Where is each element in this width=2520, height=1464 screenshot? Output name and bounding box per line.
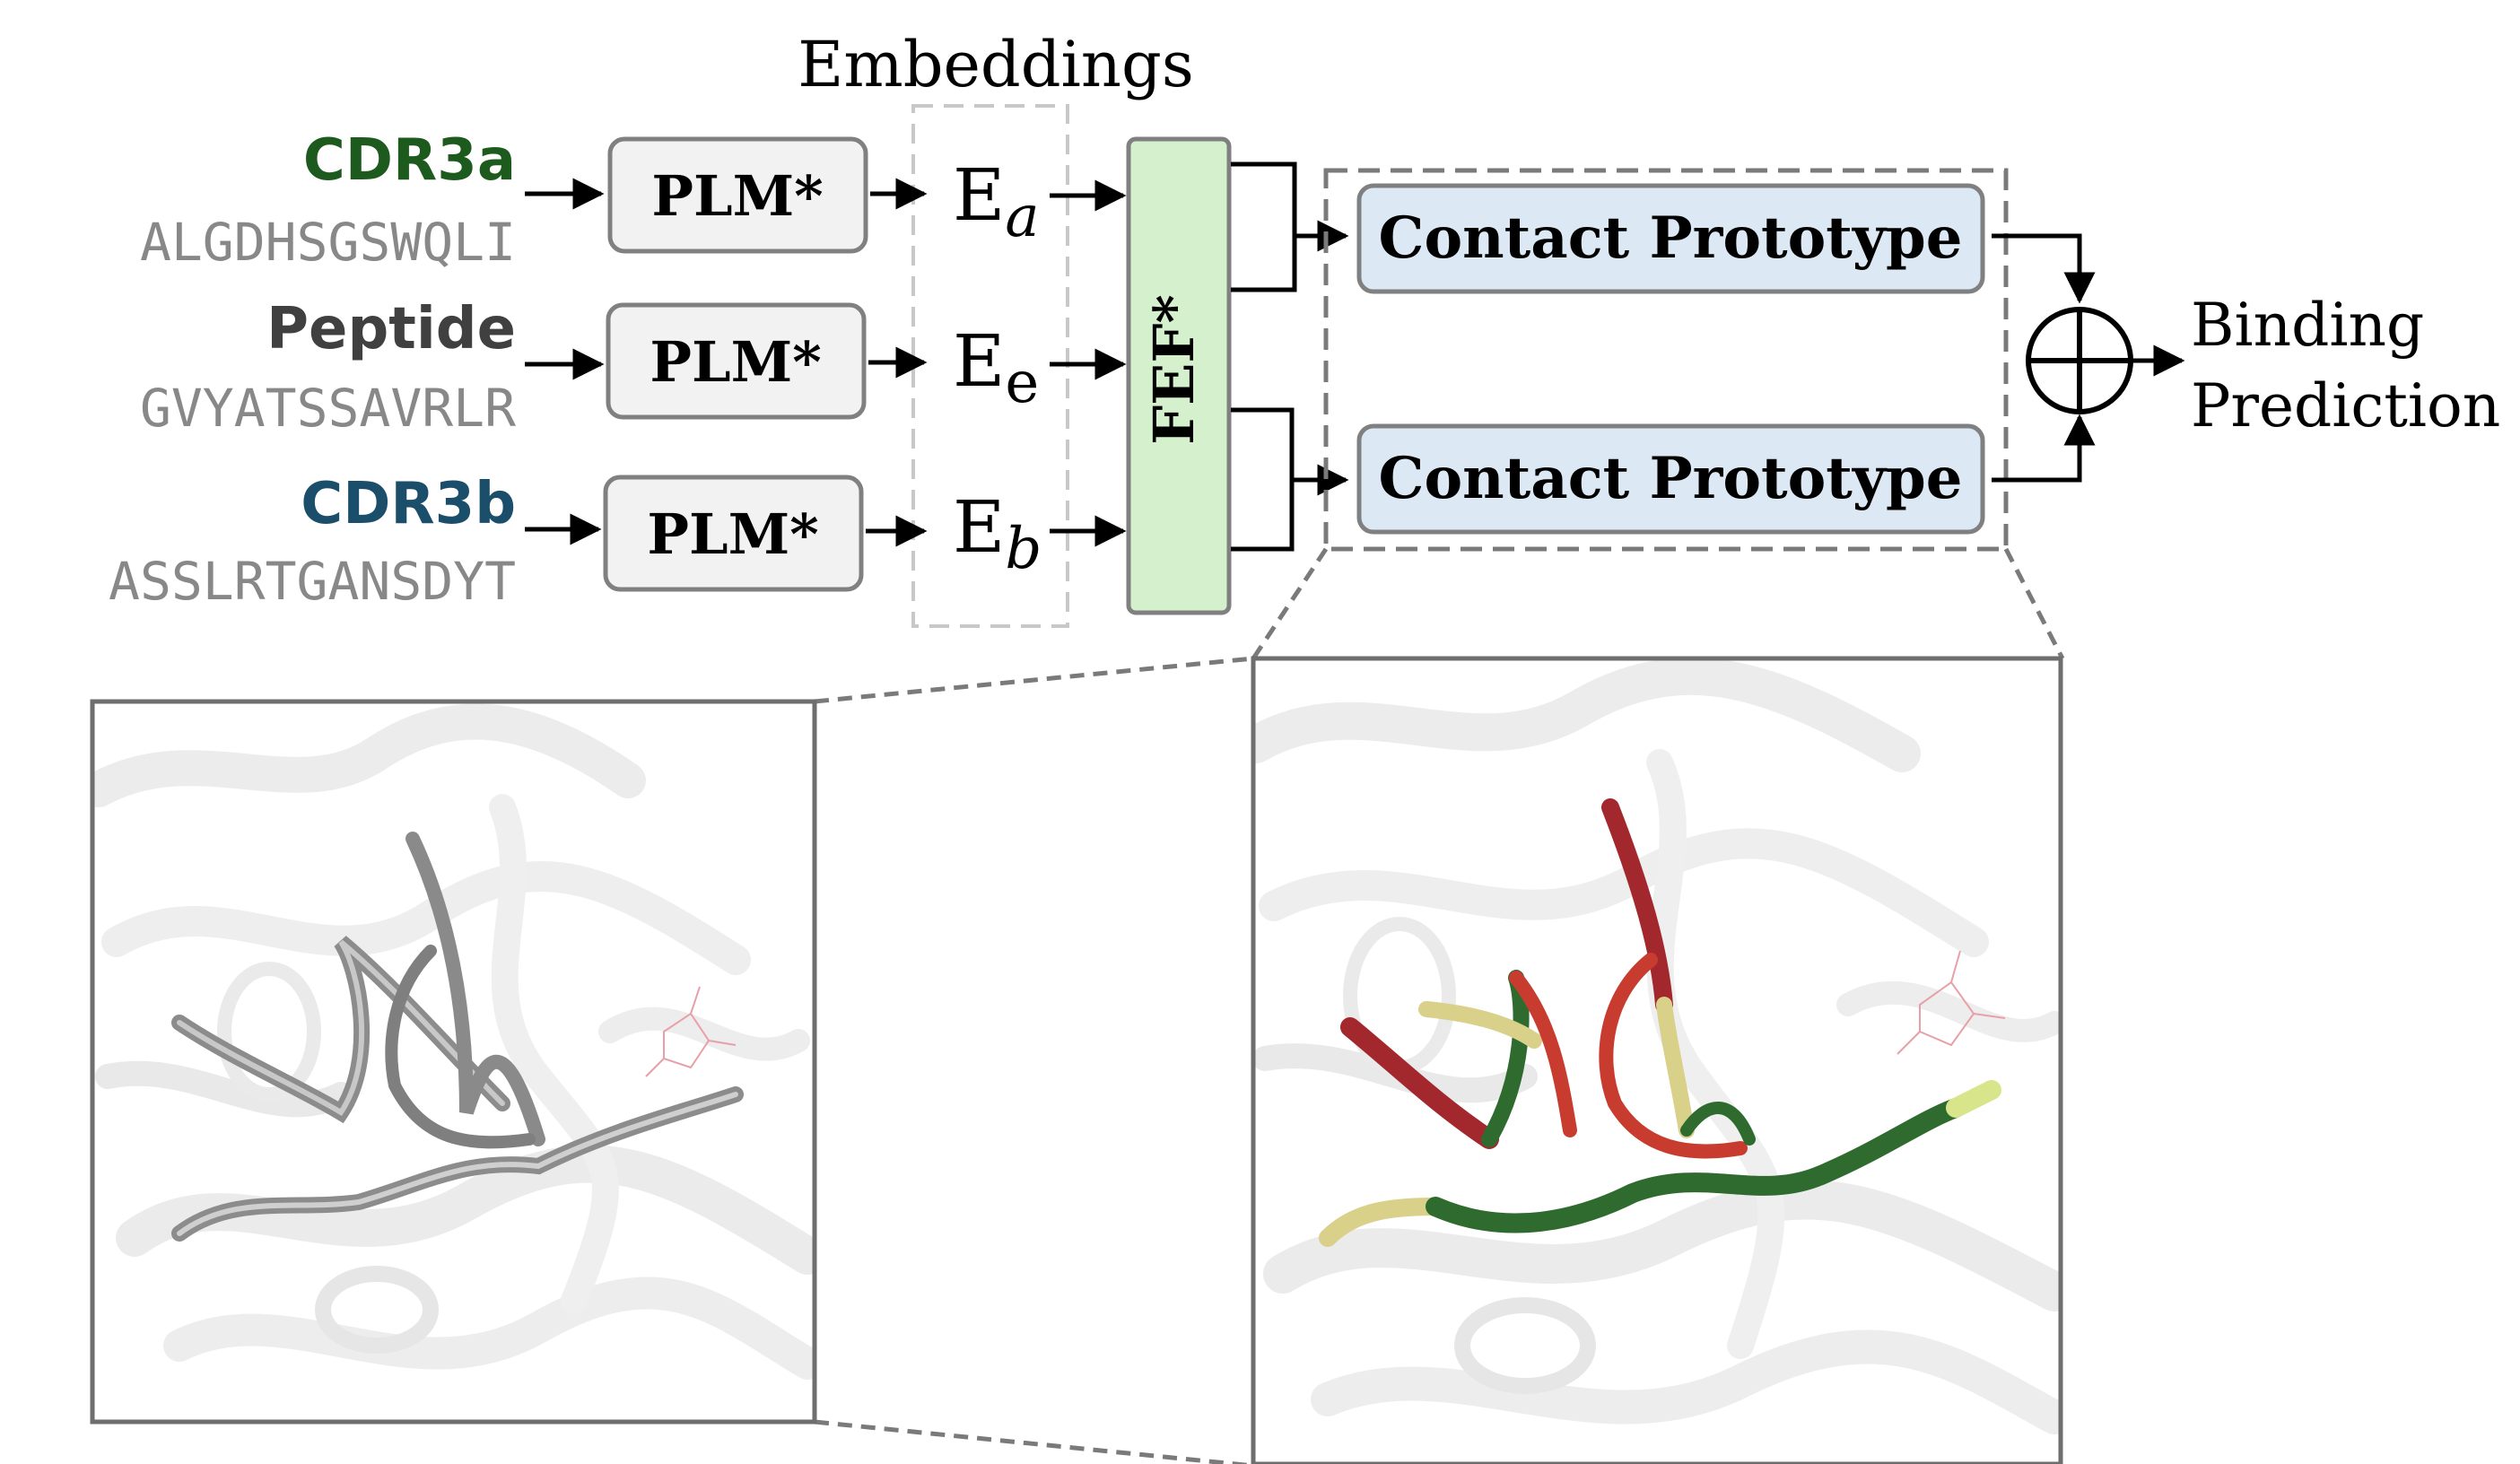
input-sequence-cdr3a: ALGDHSGSWQLI <box>140 212 516 273</box>
contact-prototype-label-top: Contact Prototype <box>1379 205 1963 272</box>
ligand-sticks-right <box>1897 950 2006 1055</box>
embedding-a: Ea <box>953 153 1040 250</box>
input-cdr3b: CDR3b ASSLRTGANSDYT <box>109 471 516 612</box>
tcr-ribbons-contact-colored <box>1319 798 2001 1247</box>
link-line-bottom <box>814 1419 1254 1464</box>
input-sequence-peptide: GVYATSSAVRLR <box>140 378 516 439</box>
output-label-line1: Binding <box>2191 291 2424 360</box>
zoom-line-right <box>2003 547 2065 660</box>
plm-label-a: PLM* <box>651 163 823 229</box>
output-label-line2: Prediction <box>2191 371 2500 440</box>
contact-prototype-bottom: Contact Prototype <box>1356 423 1985 535</box>
input-sequence-cdr3b: ASSLRTGANSDYT <box>109 551 516 612</box>
input-peptide: Peptide GVYATSSAVRLR <box>140 296 516 439</box>
input-name-peptide: Peptide <box>266 296 516 362</box>
contact-prototype-group-border <box>1323 168 2009 552</box>
tcr-ribbons-gray <box>171 832 744 1242</box>
fef-box: FEF* <box>1126 136 1232 615</box>
structure-panel-right <box>1251 656 2063 1464</box>
arrow-contact-top-sum <box>1992 233 2096 304</box>
structure-panel-left <box>90 699 817 1425</box>
plm-label-e: PLM* <box>650 329 821 395</box>
fef-label: FEF* <box>1141 294 1207 445</box>
contact-prototype-label-bottom: Contact Prototype <box>1379 445 1963 512</box>
plm-box-e: PLM* <box>606 302 867 420</box>
ligand-sticks-left <box>645 986 737 1077</box>
connector-fef-top <box>1231 161 1297 292</box>
zoom-line-left <box>1251 547 1329 660</box>
input-name-cdr3a: CDR3a <box>303 127 516 194</box>
contact-prototype-top: Contact Prototype <box>1356 183 1985 294</box>
background-protein-ribbons-left <box>92 703 815 1380</box>
plm-box-b: PLM* <box>603 475 864 592</box>
sum-plus-icon <box>2026 307 2133 414</box>
input-name-cdr3b: CDR3b <box>301 471 516 537</box>
embedding-b: Eb <box>953 485 1042 582</box>
plm-box-a: PLM* <box>607 136 868 254</box>
embedding-e: Ee <box>953 319 1039 416</box>
link-line-top <box>814 656 1254 704</box>
input-cdr3a: CDR3a ALGDHSGSWQLI <box>140 127 516 273</box>
arrow-contact-bottom-sum <box>1992 414 2096 483</box>
connector-fef-bottom <box>1231 407 1295 552</box>
embeddings-title: Embeddings <box>798 28 1194 101</box>
plm-label-b: PLM* <box>647 501 818 567</box>
